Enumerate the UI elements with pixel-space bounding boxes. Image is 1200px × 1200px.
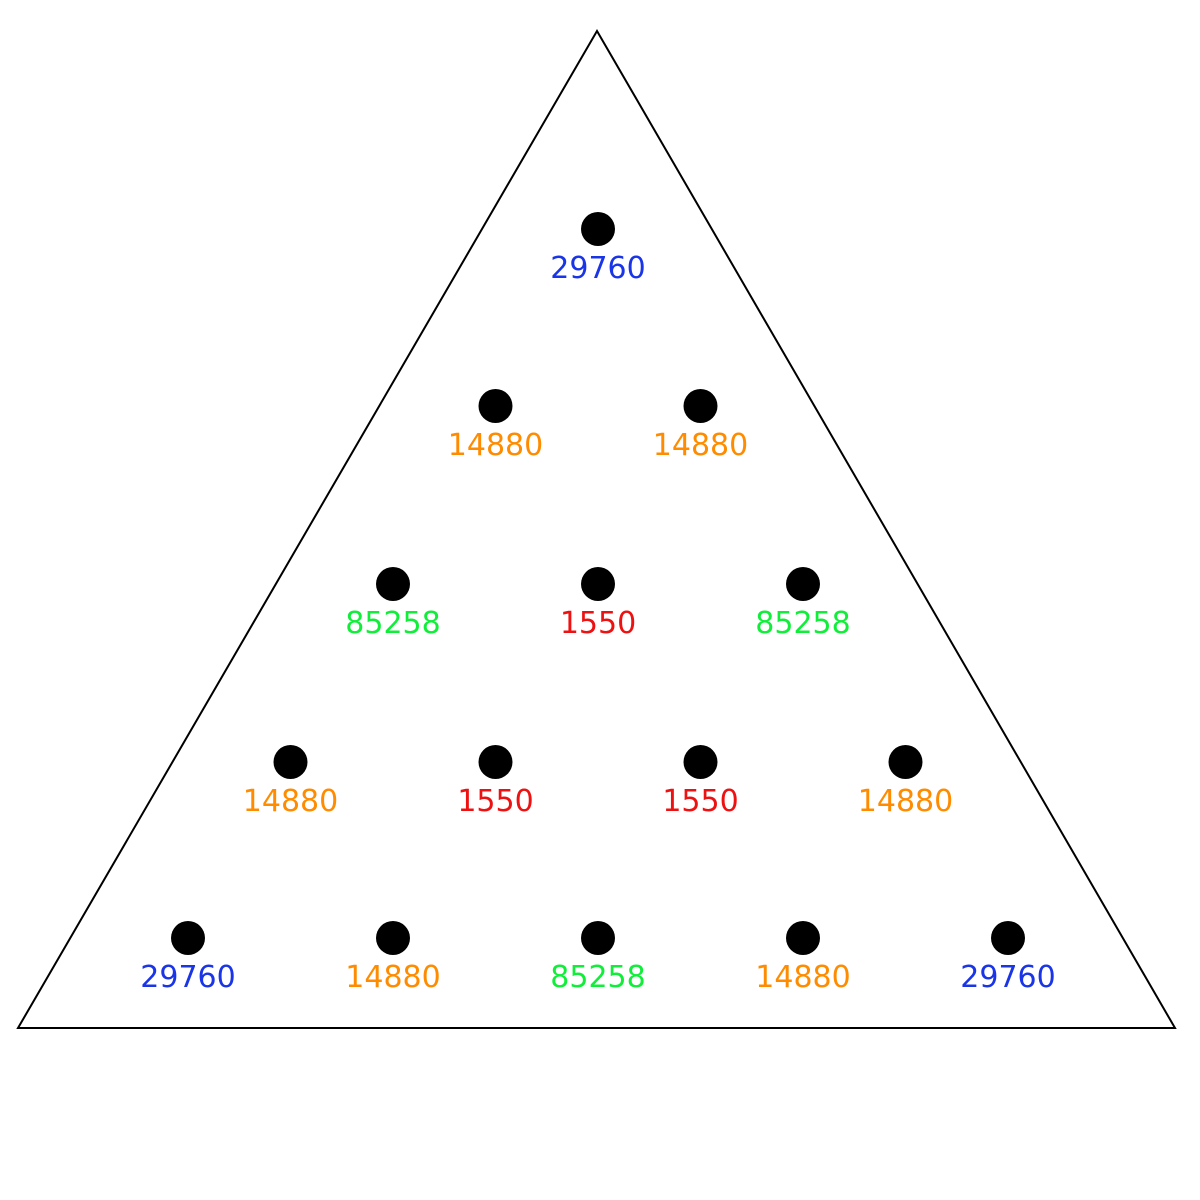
node-dot bbox=[991, 921, 1025, 955]
diagram-node: 1550 bbox=[560, 567, 636, 641]
diagram-node: 85258 bbox=[550, 921, 646, 995]
node-value-label: 14880 bbox=[448, 428, 543, 463]
node-dot bbox=[581, 212, 615, 246]
diagram-node: 29760 bbox=[550, 212, 646, 286]
node-dot bbox=[581, 567, 615, 601]
diagram-node: 14880 bbox=[755, 921, 851, 995]
node-dot bbox=[786, 921, 820, 955]
diagram-node: 29760 bbox=[960, 921, 1056, 995]
node-value-label: 85258 bbox=[550, 960, 645, 995]
node-value-label: 1550 bbox=[457, 784, 533, 819]
node-value-label: 14880 bbox=[345, 960, 440, 995]
node-dot bbox=[581, 921, 615, 955]
diagram-node: 1550 bbox=[662, 745, 739, 819]
node-value-label: 14880 bbox=[653, 428, 748, 463]
diagram-node: 14880 bbox=[653, 389, 748, 463]
node-dot bbox=[683, 389, 718, 423]
node-value-label: 29760 bbox=[140, 960, 235, 995]
node-dot bbox=[273, 745, 308, 779]
diagram-node: 85258 bbox=[345, 567, 441, 641]
node-value-label: 29760 bbox=[960, 960, 1055, 995]
node-value-label: 85258 bbox=[345, 606, 440, 641]
diagram-node: 14880 bbox=[448, 389, 543, 463]
triangle-outline bbox=[16, 29, 1177, 1029]
node-dot bbox=[683, 745, 718, 779]
node-value-label: 1550 bbox=[560, 606, 636, 641]
node-value-label: 14880 bbox=[243, 784, 338, 819]
node-layer: 29760 14880 14880 85258 1550 85258 14880 1550 15… bbox=[140, 212, 1056, 995]
diagram-node: 14880 bbox=[345, 921, 441, 995]
node-dot bbox=[888, 745, 923, 779]
node-dot bbox=[376, 567, 410, 601]
node-value-label: 29760 bbox=[550, 251, 645, 286]
node-value-label: 14880 bbox=[858, 784, 953, 819]
node-dot bbox=[171, 921, 205, 955]
node-dot bbox=[478, 389, 513, 423]
node-dot bbox=[376, 921, 410, 955]
diagram-node: 14880 bbox=[243, 745, 338, 819]
diagram-node: 85258 bbox=[755, 567, 851, 641]
node-value-label: 14880 bbox=[755, 960, 850, 995]
node-dot bbox=[478, 745, 513, 779]
diagram-node: 1550 bbox=[457, 745, 534, 819]
diagram-node: 29760 bbox=[140, 921, 236, 995]
diagram-node: 14880 bbox=[858, 745, 953, 819]
node-value-label: 1550 bbox=[662, 784, 738, 819]
node-dot bbox=[786, 567, 820, 601]
node-value-label: 85258 bbox=[755, 606, 850, 641]
